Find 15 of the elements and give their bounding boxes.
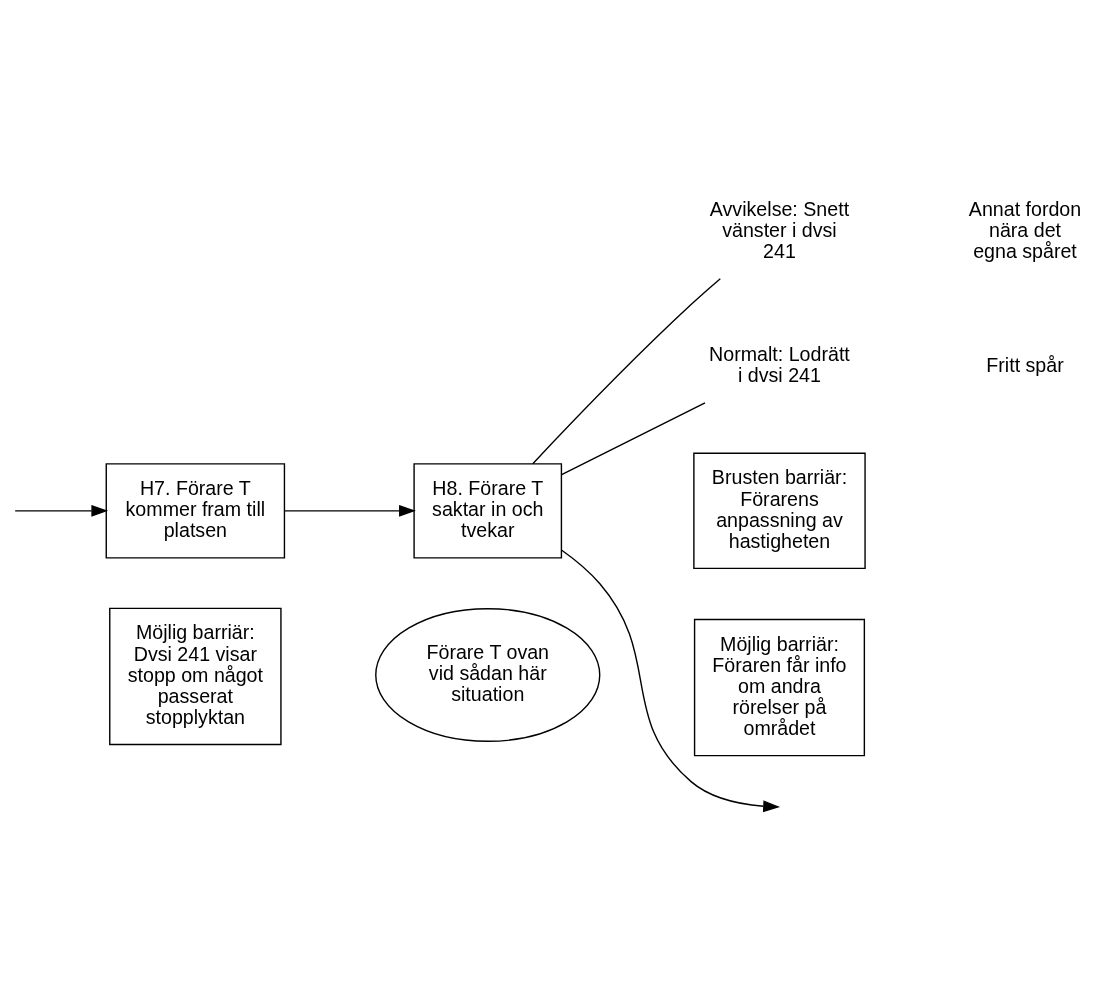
connector [532,277,721,464]
label: Fritt spår [986,353,1064,375]
node-box: Möjlig barriär: Dvsi 241 visar stopp om något passerat stopplyktan [109,607,282,745]
arrow [14,504,109,517]
node-box: Möjlig barriär: Föraren får info om andra rörelser på området [693,618,866,756]
node-box: Brusten barriär: Förarens anpassning av hastigheten [693,452,866,569]
node-text: Avvikelse: Snett vänster i dvsi 241 [709,197,850,262]
node-box: H8. Förare T saktar in och tvekar [413,462,563,559]
connector [561,401,706,475]
node-ellipse: Förare T ovan vid sådan här situation [375,607,601,742]
node-box: H7. Förare T kommer fram till platsen [105,462,286,559]
arrow [561,549,780,812]
node-text: Normalt: Lodrätt i dvsi 241 [709,342,850,386]
arrow [284,504,416,517]
label: Annat fordon nära det egna spåret [968,197,1082,262]
